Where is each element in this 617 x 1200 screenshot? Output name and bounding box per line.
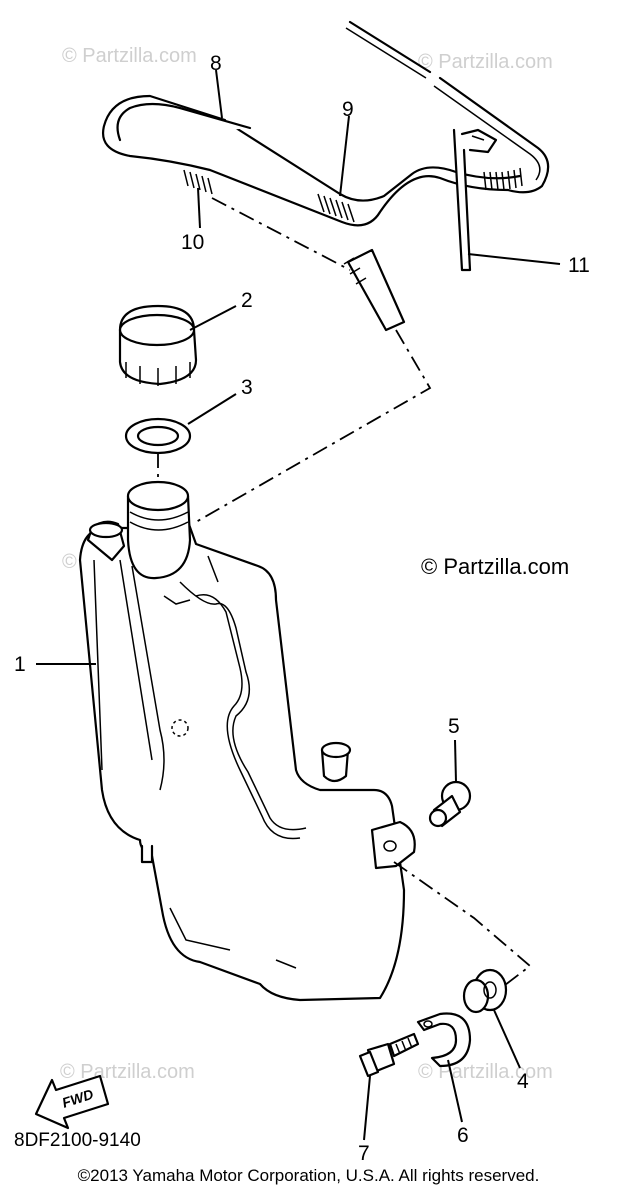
part-3-gasket bbox=[124, 417, 192, 455]
diagram-code: 8DF2100-9140 bbox=[14, 1130, 141, 1151]
part-7-bolt bbox=[358, 1032, 420, 1078]
label-9: 9 bbox=[342, 98, 354, 121]
label-3: 3 bbox=[241, 376, 253, 399]
label-8: 8 bbox=[210, 52, 222, 75]
label-5: 5 bbox=[448, 715, 460, 738]
part-11-clip bbox=[452, 128, 498, 272]
watermark-bottom-left: © Partzilla.com bbox=[60, 1061, 195, 1083]
part-2-cap bbox=[118, 304, 198, 386]
label-10: 10 bbox=[181, 231, 204, 254]
hose-route-dash bbox=[195, 329, 432, 523]
label-4: 4 bbox=[517, 1070, 529, 1093]
label-6: 6 bbox=[457, 1124, 469, 1147]
brand-mark: © Partzilla.com bbox=[421, 554, 570, 579]
part-10-spring bbox=[183, 169, 213, 195]
label-1: 1 bbox=[14, 653, 26, 676]
hose-end bbox=[343, 248, 406, 332]
label-2: 2 bbox=[241, 289, 253, 312]
spring-right bbox=[483, 167, 523, 191]
part-labels: 8 9 10 11 2 3 1 5 4 6 7 bbox=[14, 52, 590, 1165]
mount-dash bbox=[393, 861, 532, 1005]
label-7: 7 bbox=[358, 1142, 370, 1165]
part-4-grommet bbox=[462, 968, 508, 1014]
part-6-clamp bbox=[416, 1012, 472, 1068]
label-11: 11 bbox=[568, 254, 590, 277]
fwd-arrow: FWD bbox=[34, 1074, 110, 1130]
part-5-collar bbox=[428, 780, 472, 828]
part-8-hose bbox=[101, 20, 550, 227]
watermark-top-right: © Partzilla.com bbox=[418, 51, 553, 73]
hose-dash bbox=[211, 197, 351, 271]
watermark-top-left: © Partzilla.com bbox=[62, 45, 197, 67]
part-9-spring bbox=[317, 193, 355, 223]
copyright-notice: ©2013 Yamaha Motor Corporation, U.S.A. A… bbox=[77, 1166, 540, 1185]
part-1-tank bbox=[78, 480, 416, 1002]
leader-lines bbox=[36, 69, 561, 1141]
